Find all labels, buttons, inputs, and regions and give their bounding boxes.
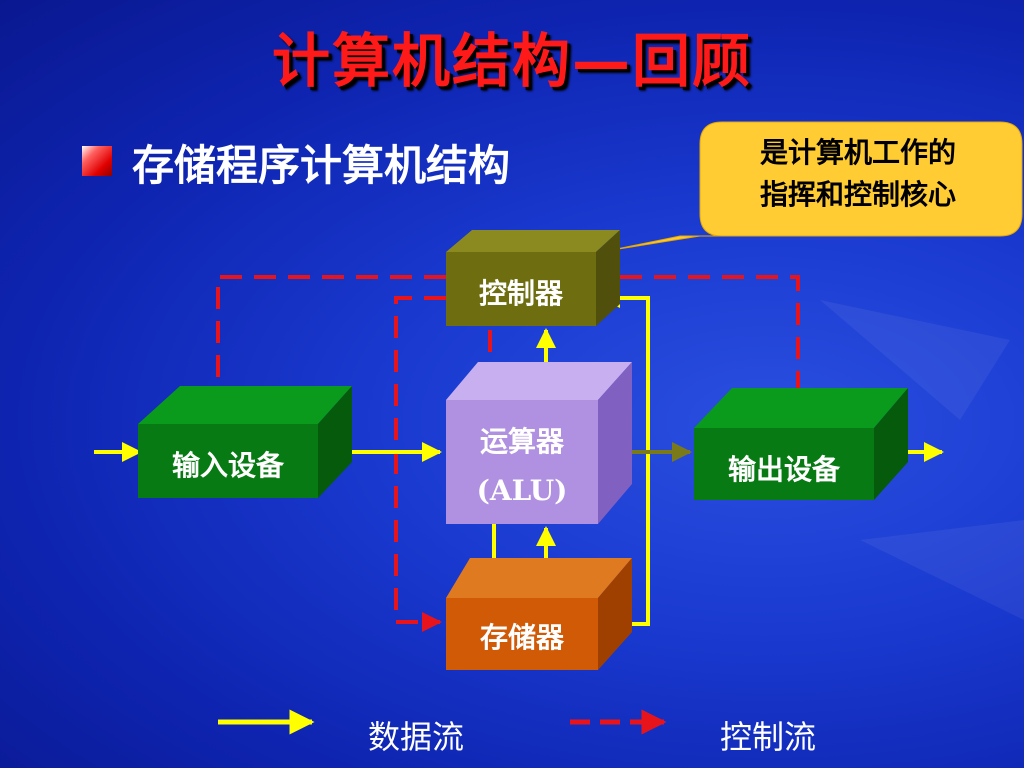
callout-line-1: 是计算机工作的 bbox=[759, 136, 956, 169]
memory-box bbox=[446, 558, 632, 670]
legend-control-flow-label: 控制流 bbox=[720, 718, 817, 756]
bullet-text: 存储程序计算机结构 bbox=[132, 141, 511, 190]
input-device-label: 输入设备 bbox=[171, 449, 284, 482]
callout-bubble bbox=[611, 121, 1023, 251]
output-device-box bbox=[694, 388, 908, 500]
input-device-box bbox=[138, 386, 352, 498]
alu-label-line-2: (ALU) bbox=[476, 474, 568, 507]
controller-box bbox=[446, 230, 620, 326]
bullet-square-icon bbox=[82, 146, 112, 176]
controller-label: 控制器 bbox=[478, 277, 563, 310]
alu-label-line-1: 运算器 bbox=[479, 425, 564, 458]
legend-data-flow-label: 数据流 bbox=[368, 718, 465, 756]
output-device-label: 输出设备 bbox=[727, 453, 840, 486]
memory-label: 存储器 bbox=[479, 621, 564, 654]
page-title: 计算机结构—回顾 bbox=[271, 27, 752, 95]
background-decoration bbox=[820, 300, 1024, 620]
alu-box bbox=[446, 362, 632, 524]
callout-text: 是计算机工作的 指挥和控制核心 bbox=[708, 132, 1008, 216]
callout-line-2: 指挥和控制核心 bbox=[759, 178, 956, 211]
